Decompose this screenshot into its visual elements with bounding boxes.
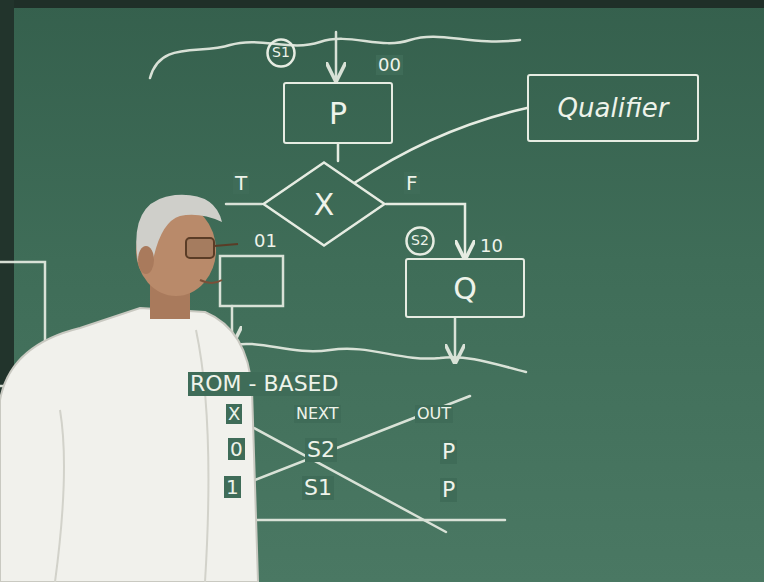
node-text: Qualifier (558, 94, 669, 123)
process-box: P (283, 82, 393, 144)
process-box: Q (405, 258, 525, 318)
table-cell: S1 (302, 476, 334, 500)
node-text: P (329, 97, 347, 130)
node-text: S2 (411, 233, 429, 248)
flow-connector (386, 204, 465, 258)
table-cell: P (440, 440, 457, 464)
table-cell: S2 (305, 438, 337, 462)
flow-arrow (335, 32, 338, 80)
section-heading: ROM - BASED (188, 372, 340, 396)
state-circle: S1 (266, 38, 296, 68)
qualifier-box: Qualifier (527, 74, 699, 142)
flow-connector (355, 108, 527, 183)
process-box (220, 256, 283, 306)
table-cell: 1 (224, 476, 241, 498)
branch-label: T (233, 172, 249, 194)
flow-arrow (454, 318, 457, 362)
wavy-line (228, 344, 526, 372)
state-circle: S2 (405, 226, 435, 256)
diamond-outline (264, 163, 385, 246)
node-text: S1 (272, 45, 290, 60)
table-header: X (226, 404, 242, 424)
table-cell: 0 (228, 438, 245, 460)
flow-connector (337, 144, 340, 161)
decision-diamond: X (262, 161, 386, 247)
node-text: Q (453, 272, 477, 305)
table-header: OUT (415, 405, 453, 423)
table-cell: P (440, 478, 457, 502)
node-text: X (314, 188, 335, 221)
circle-outline (407, 228, 434, 255)
state-code: 10 (478, 236, 505, 256)
branch-label: F (404, 172, 420, 194)
state-code: 00 (376, 55, 403, 75)
state-code: 01 (252, 231, 279, 251)
table-header: NEXT (294, 405, 341, 423)
flow-line (226, 203, 262, 206)
circle-outline (268, 40, 295, 67)
board-frame (0, 0, 764, 8)
